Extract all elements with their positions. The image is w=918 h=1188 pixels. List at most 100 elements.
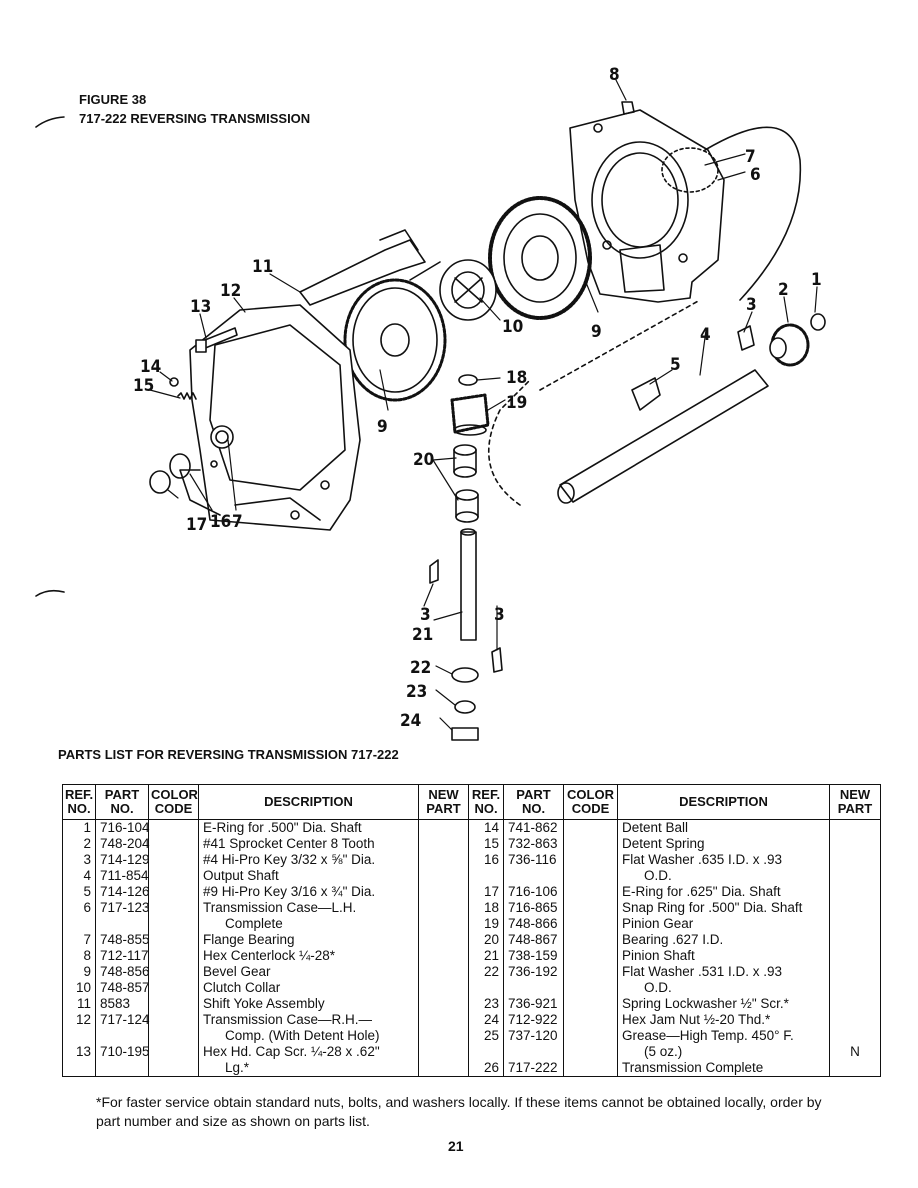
callout-3c: 3 [494, 605, 505, 625]
left-new-part [418, 868, 469, 884]
right-part-no: 712-922 [503, 1012, 564, 1028]
left-part-no: 748-855 [95, 932, 150, 948]
left-description: #41 Sprocket Center 8 Tooth [198, 836, 419, 852]
right-description: Transmission Complete [617, 1060, 830, 1077]
bearing-upper [453, 444, 477, 478]
right-part-no: 738-159 [503, 948, 564, 964]
left-description: #4 Hi-Pro Key 3/32 x ⅝" Dia. [198, 852, 419, 868]
left-new-part [418, 836, 469, 852]
right-new-part [829, 916, 881, 932]
callout-17: 17 [186, 515, 207, 535]
cap-screw [195, 327, 238, 353]
right-color-code [563, 932, 618, 948]
left-ref-no [62, 916, 96, 932]
left-description: Complete [198, 916, 419, 932]
left-ref-no [62, 1028, 96, 1044]
right-new-part [829, 964, 881, 980]
left-part-no: 748-857 [95, 980, 150, 996]
left-part-no [95, 1060, 149, 1077]
left-color-code [148, 916, 199, 932]
right-ref-no [468, 1044, 504, 1060]
right-new-part [829, 996, 881, 1012]
key-3c [491, 647, 503, 673]
left-ref-no: 6 [62, 900, 96, 916]
left-description: Hex Hd. Cap Scr. ¼-28 x .62" [198, 1044, 419, 1060]
shift-yoke [299, 229, 441, 306]
callout-5: 5 [670, 355, 681, 375]
callout-16: 16 [210, 512, 231, 532]
left-part-no: 712-117 [95, 948, 149, 964]
left-ref-no [62, 1060, 96, 1077]
right-color-code [563, 868, 618, 884]
margin-mark [35, 116, 65, 128]
callout-3: 3 [746, 295, 757, 315]
callout-22: 22 [410, 658, 431, 678]
spur-gear [343, 278, 447, 402]
right-color-code [563, 1012, 618, 1028]
right-description: (5 oz.) [617, 1044, 830, 1060]
left-part-no: 8583 [95, 996, 149, 1012]
callout-1: 1 [811, 270, 822, 290]
right-new-part [829, 1012, 881, 1028]
chain-path [487, 379, 531, 506]
right-color-code [563, 900, 618, 916]
left-new-part [418, 1028, 469, 1044]
left-new-part [418, 1044, 469, 1060]
right-part-no: 741-862 [503, 819, 564, 836]
right-description: Bearing .627 I.D. [617, 932, 830, 948]
right-new-part: N [829, 1044, 881, 1060]
left-description: Shift Yoke Assembly [198, 996, 419, 1012]
right-new-part [829, 1060, 881, 1077]
left-color-code [148, 900, 199, 916]
right-description: Spring Lockwasher ½" Scr.* [617, 996, 830, 1012]
callout-13: 13 [190, 297, 211, 317]
left-description: Transmission Case—R.H.— [198, 1012, 419, 1028]
right-part-no: 737-120 [503, 1028, 564, 1044]
left-new-part [418, 1012, 469, 1028]
callout-19: 19 [506, 393, 527, 413]
left-ref-no: 2 [62, 836, 96, 852]
right-description: Snap Ring for .500" Dia. Shaft [617, 900, 830, 916]
left-description: Flange Bearing [198, 932, 419, 948]
right-color-code [563, 980, 618, 996]
right-description: O.D. [617, 980, 830, 996]
bearing-lower [455, 489, 479, 523]
right-part-no: 717-222 [503, 1060, 564, 1077]
right-ref-no: 16 [468, 852, 504, 868]
left-ref-no: 5 [62, 884, 96, 900]
pinion-shaft [460, 528, 477, 641]
right-new-part [829, 884, 881, 900]
right-new-part [829, 819, 881, 836]
callout-14: 14 [140, 357, 161, 377]
left-part-no: 748-204 [95, 836, 150, 852]
right-ref-no: 26 [468, 1060, 504, 1077]
e-ring [149, 470, 171, 494]
right-part-no [503, 980, 564, 996]
callout-7b: 7 [232, 512, 243, 532]
right-color-code [563, 1044, 618, 1060]
right-part-no: 716-106 [503, 884, 564, 900]
callout-8: 8 [609, 65, 620, 85]
left-description: Comp. (With Detent Hole) [198, 1028, 419, 1044]
right-new-part [829, 868, 881, 884]
left-color-code [148, 996, 199, 1012]
right-new-part [829, 1028, 881, 1044]
hex-centerlock [621, 101, 635, 115]
right-description: E-Ring for .625" Dia. Shaft [617, 884, 830, 900]
left-ref-no: 3 [62, 852, 96, 868]
right-description: Pinion Shaft [617, 948, 830, 964]
right-new-part [829, 852, 881, 868]
right-ref-no: 23 [468, 996, 504, 1012]
right-description: Flat Washer .531 I.D. x .93 [617, 964, 830, 980]
callout-24: 24 [400, 711, 421, 731]
